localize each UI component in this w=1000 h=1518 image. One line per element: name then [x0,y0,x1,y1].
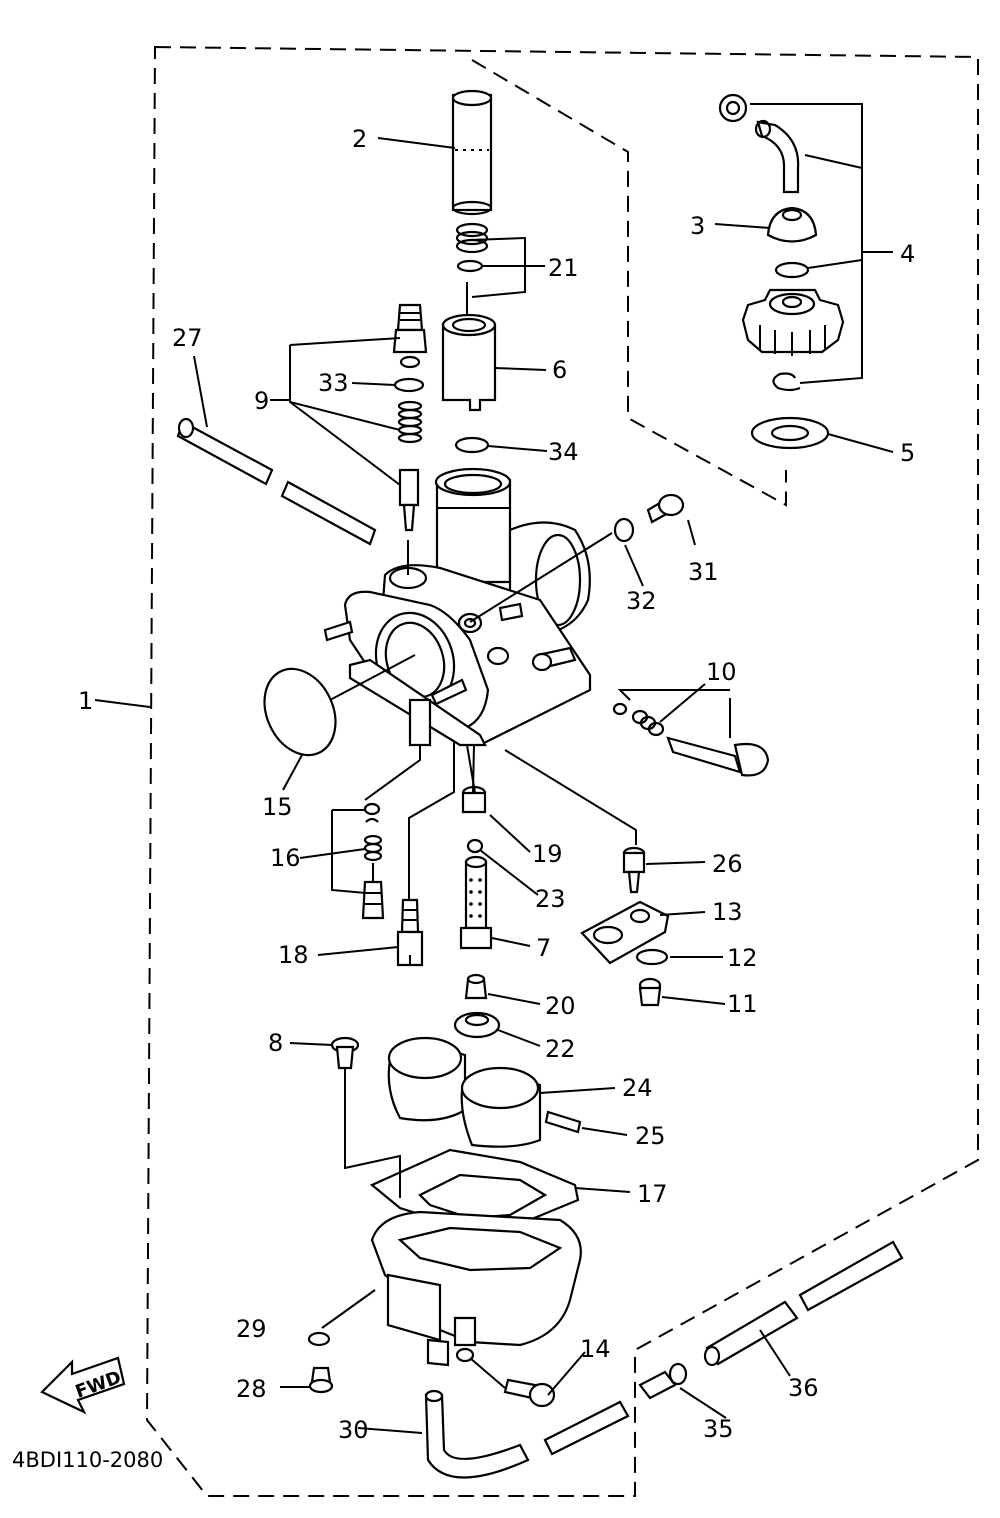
callout-23: 23 [535,885,566,913]
pilot-jet-18 [396,898,424,967]
main-jet-7 [459,855,493,950]
throttle-stop-screw [392,303,428,369]
o-ring-4 [774,261,810,279]
callout-25: 25 [635,1122,666,1150]
callout-32: 32 [626,587,657,615]
callout-24: 24 [622,1074,653,1102]
callout-10: 10 [706,658,737,686]
hose-36 [703,1240,904,1367]
callout-14: 14 [580,1335,611,1363]
callout-35: 35 [703,1415,734,1443]
callout-3: 3 [690,212,705,240]
washer-22 [453,1011,501,1039]
float-pin-25 [544,1110,582,1134]
fwd-arrow-icon: FWD [40,1356,126,1415]
callout-28: 28 [236,1375,267,1403]
callout-9: 9 [254,387,269,415]
callout-12: 12 [727,944,758,972]
spring-and-clip [455,222,489,273]
tube-27 [176,417,377,546]
o-ring-23 [466,838,484,854]
callout-1: 1 [78,687,93,715]
callout-15: 15 [262,793,293,821]
callout-6: 6 [552,356,567,384]
screw-31 [646,493,685,524]
washer-32 [613,517,635,543]
callout-4: 4 [900,240,915,268]
washer-29 [307,1331,331,1347]
cable-adjuster [718,93,800,194]
callout-33: 33 [318,369,349,397]
callout-22: 22 [545,1035,576,1063]
callout-13: 13 [712,898,743,926]
callout-labels: 1 2 3 4 5 6 7 8 9 10 11 12 13 14 15 16 1… [78,125,915,1444]
callout-8: 8 [268,1029,283,1057]
carburetor-body [323,467,592,747]
mixing-chamber-top [741,288,845,356]
callout-36: 36 [788,1374,819,1402]
plug-28 [308,1366,334,1394]
gasket-5 [750,416,830,450]
screw-14 [503,1378,556,1408]
hose-30 [424,1393,530,1479]
gasket-15 [263,667,337,757]
drain-plug-8 [330,1036,360,1070]
callout-30: 30 [338,1416,369,1444]
callout-29: 29 [236,1315,267,1343]
starter-jet-26 [622,846,646,894]
float-24 [387,1036,542,1148]
callout-17: 17 [637,1180,668,1208]
callout-34: 34 [548,438,579,466]
cap-nut-3 [766,206,818,243]
callout-31: 31 [688,558,719,586]
washer-33 [393,377,425,393]
callout-2: 2 [352,125,367,153]
pilot-air-screw [612,702,770,777]
gasket-13 [580,900,670,965]
screw-11 [638,977,662,1007]
clip-ring [772,372,801,392]
starter-plunger [398,468,420,532]
drawing-code: 4BDI110-2080 [12,1448,163,1472]
callout-27: 27 [172,324,203,352]
slide-group-dashed-line [471,59,787,507]
callout-20: 20 [545,992,576,1020]
fitting-35 [638,1362,688,1400]
float-bowl [370,1210,582,1367]
throttle-valve [441,313,497,412]
callout-16: 16 [270,844,301,872]
callout-21: 21 [548,254,579,282]
callout-18: 18 [278,941,309,969]
throttle-valve-tube [451,89,493,216]
main-jet-20 [464,973,488,1000]
callout-26: 26 [712,850,743,878]
washer-12 [635,948,669,966]
spring-9 [397,400,423,444]
washer-34 [454,436,490,454]
needle-valve-set [361,802,385,920]
callout-11: 11 [727,990,758,1018]
callout-7: 7 [536,934,551,962]
leader-lines [94,103,894,1434]
assembly-boundary [145,45,979,1497]
callout-5: 5 [900,439,915,467]
callout-19: 19 [532,840,563,868]
